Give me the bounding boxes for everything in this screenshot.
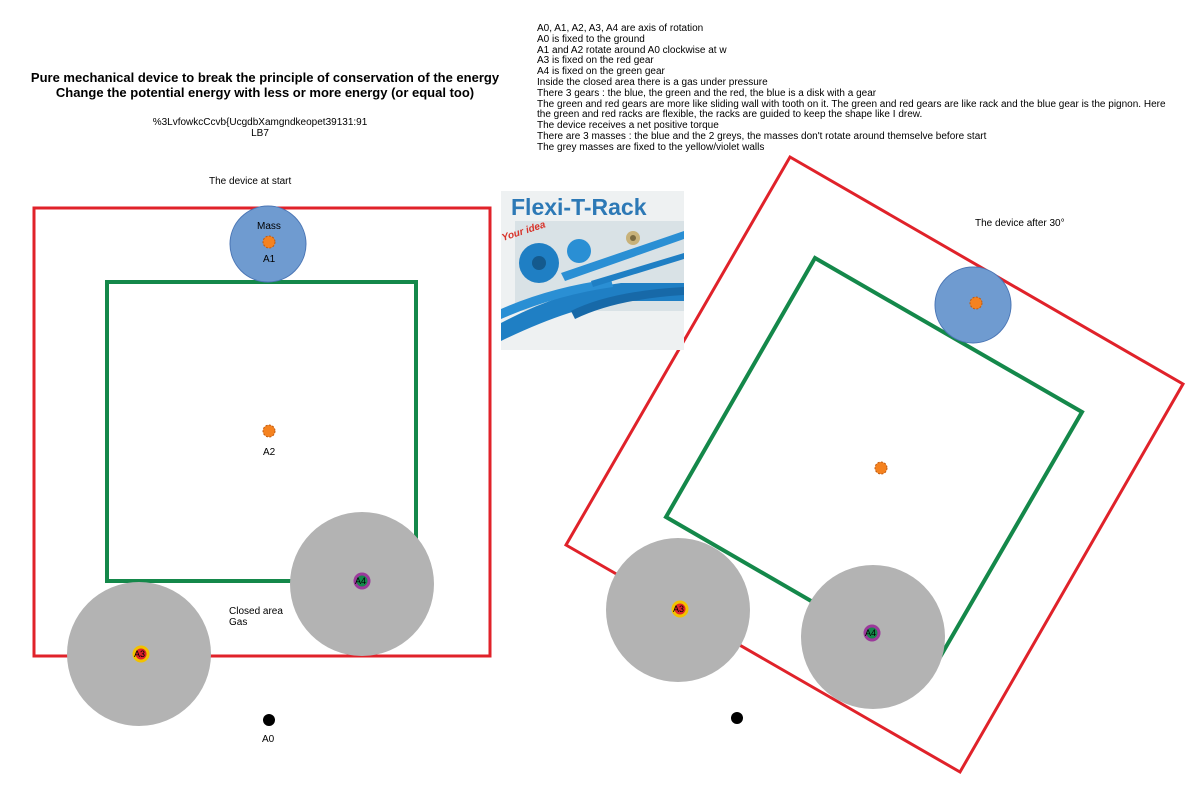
- caption-after-30: The device after 30°: [975, 218, 1065, 229]
- axis-a4-marker-rotated: [863, 624, 881, 642]
- note-line: The device receives a net positive torqu…: [537, 120, 719, 132]
- code-line-2: LB7: [251, 128, 269, 139]
- axis-a0-marker-rotated: [731, 712, 743, 724]
- label-mass: Mass: [257, 221, 281, 232]
- axis-a1-marker-rotated: [969, 296, 983, 310]
- axis-a3-marker: [132, 645, 150, 663]
- caption-start: The device at start: [209, 176, 292, 187]
- label-a4-rotated: A4: [865, 628, 877, 638]
- axis-a2-marker: [262, 424, 276, 438]
- label-a3-rotated: A3: [673, 604, 685, 614]
- note-line: Inside the closed area there is a gas un…: [537, 76, 768, 88]
- code-text: %3LvfowkcCcvb{UcgdbXamgndkeopet39131:91 …: [100, 117, 420, 139]
- note-line: The green and red gears are more like sl…: [537, 98, 1166, 121]
- axis-a3-marker-rotated: [671, 600, 689, 618]
- label-a2: A2: [263, 447, 276, 458]
- note-line: A0, A1, A2, A3, A4 are axis of rotation: [537, 23, 704, 34]
- title-line-2: Change the potential energy with less or…: [55, 85, 475, 100]
- note-line: A1 and A2 rotate around A0 clockwise at …: [537, 44, 727, 56]
- axis-a1-marker: [262, 235, 276, 249]
- label-a4: A4: [355, 576, 367, 586]
- note-line: There are 3 masses : the blue and the 2 …: [537, 130, 987, 142]
- label-a1: A1: [263, 254, 276, 265]
- page-title: Pure mechanical device to break the prin…: [20, 70, 510, 100]
- photo-brand-text: Flexi-T-Rack: [511, 194, 647, 220]
- note-line: A3 is fixed on the red gear: [537, 55, 654, 67]
- note-line: A4 is fixed on the green gear: [537, 66, 665, 78]
- axis-a2-marker-rotated: [874, 461, 888, 475]
- rack-illustration: Flexi-T-Rack Your idea: [501, 191, 684, 350]
- label-a3: A3: [134, 649, 146, 659]
- notes-block: A0, A1, A2, A3, A4 are axis of rotation …: [537, 23, 1177, 154]
- label-closed-area: Closed area: [229, 606, 283, 617]
- axis-a4-marker: [353, 572, 371, 590]
- flexi-t-rack-photo: Flexi-T-Rack Your idea: [501, 191, 684, 350]
- green-gear-wall: [105, 280, 418, 583]
- device-at-start: [32, 205, 492, 726]
- title-line-1: Pure mechanical device to break the prin…: [30, 70, 500, 85]
- note-line: There 3 gears : the blue, the green and …: [537, 87, 877, 99]
- label-gas: Gas: [229, 617, 248, 628]
- axis-a0-marker: [263, 714, 275, 726]
- label-a0: A0: [262, 734, 275, 745]
- code-line-1: %3LvfowkcCcvb{UcgdbXamgndkeopet39131:91: [152, 117, 368, 128]
- device-after-30: [563, 154, 1186, 775]
- red-gear-wall-rotated: [563, 154, 1186, 775]
- note-line: The grey masses are fixed to the yellow/…: [537, 141, 765, 153]
- note-line: A0 is fixed to the ground: [537, 33, 645, 45]
